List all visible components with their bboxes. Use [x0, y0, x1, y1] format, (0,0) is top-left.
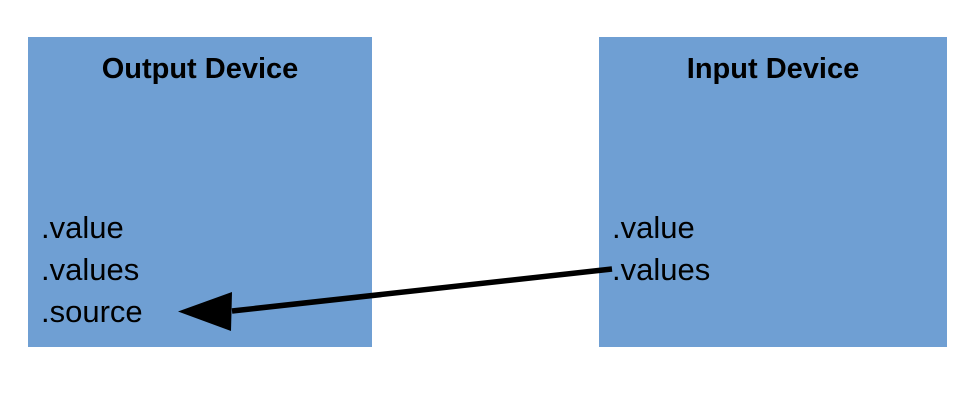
property-item: .values [612, 252, 711, 287]
property-item: .value [612, 210, 695, 245]
property-item: .value [41, 210, 124, 245]
node-output-device-property-list: .value .values .source [41, 207, 143, 333]
node-output-device-title: Output Device [101, 53, 299, 85]
node-input-device-property-list: .value .values [612, 207, 710, 291]
node-input-device-title: Input Device [686, 53, 860, 85]
property-item: .values [41, 252, 140, 287]
node-input-device[interactable]: Input Device .value .values [599, 37, 947, 347]
property-item: .source [41, 294, 143, 329]
node-output-device[interactable]: Output Device .value .values .source [28, 37, 372, 347]
